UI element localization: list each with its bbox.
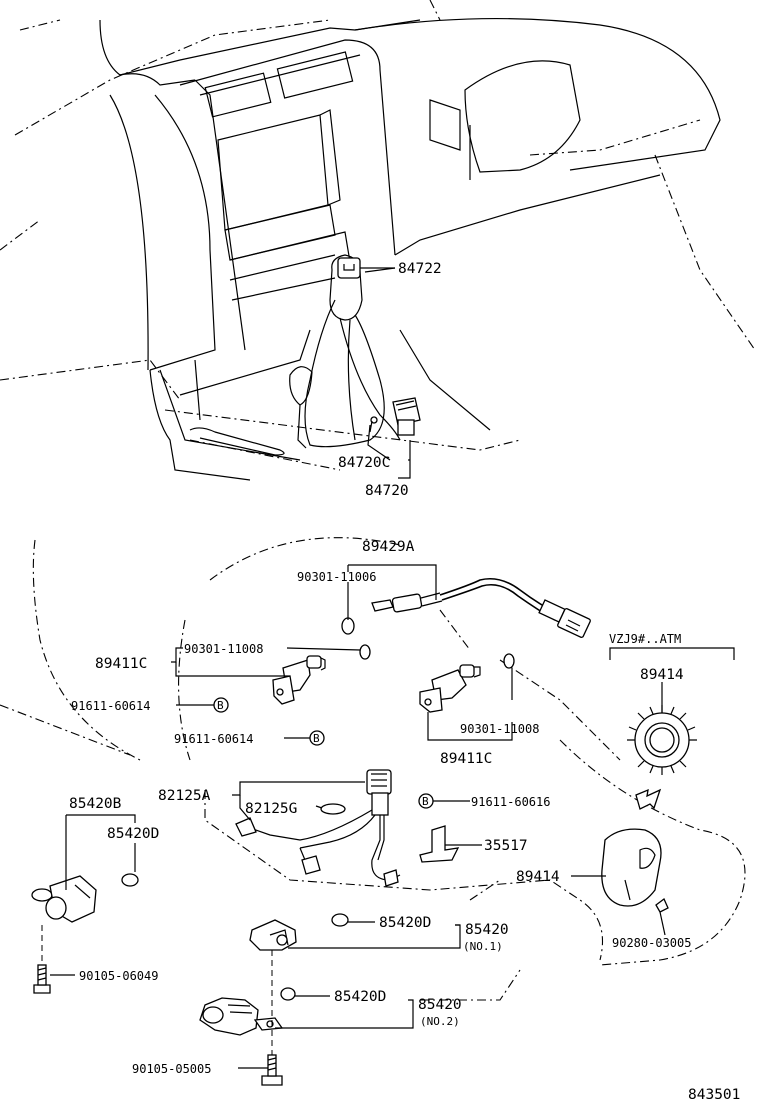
bracket-35517 xyxy=(419,825,460,863)
label-91611-60614-a: 91611-60614 xyxy=(71,699,150,713)
label-82125G: 82125G xyxy=(245,801,297,817)
oxygen-sensor-89429A xyxy=(371,577,591,638)
pin-90280-03005 xyxy=(655,897,669,913)
label-35517: 35517 xyxy=(484,838,528,854)
knock-sensor-85420-no2 xyxy=(199,997,284,1036)
label-85420D-a: 85420D xyxy=(107,826,159,842)
o-ring-90301-11008-left xyxy=(359,644,371,660)
bolt-marker-b: B xyxy=(309,730,325,746)
diagram-id: 843501 xyxy=(688,1087,740,1103)
svg-text:B: B xyxy=(313,732,320,745)
label-85420B: 85420B xyxy=(69,796,122,812)
switch-84720 xyxy=(369,397,421,436)
label-90105-05005: 90105-05005 xyxy=(132,1062,211,1076)
label-89429A: 89429A xyxy=(362,539,415,555)
label-84720: 84720 xyxy=(365,483,409,499)
svg-text:B: B xyxy=(217,699,224,712)
timing-rotor-89414 xyxy=(627,705,697,775)
leaders-bottom xyxy=(41,564,735,1069)
label-89411C-left: 89411C xyxy=(95,656,147,672)
label-85420D-b: 85420D xyxy=(379,915,431,931)
label-90105-06049: 90105-06049 xyxy=(79,969,158,983)
leaders-top xyxy=(360,267,411,479)
cam-sensor-89411C-right xyxy=(419,664,481,713)
label-no1: (NO.1) xyxy=(463,940,503,953)
header-note: VZJ9#..ATM xyxy=(609,632,681,646)
label-90280-03005: 90280-03005 xyxy=(612,936,691,950)
gasket-85420D-a xyxy=(121,873,139,887)
cam-sensor-89411C-left xyxy=(272,655,326,705)
gasket-85420D-b xyxy=(331,913,349,927)
label-91611-60614-b: 91611-60614 xyxy=(174,732,253,746)
dashboard-illustration xyxy=(0,0,756,481)
label-84720C: 84720C xyxy=(338,455,390,471)
label-85420D-c: 85420D xyxy=(334,989,386,1005)
label-89411C-right: 89411C xyxy=(440,751,492,767)
bolt-90105-06049 xyxy=(33,964,51,994)
sensor-85420B xyxy=(31,875,97,923)
o-ring-90301-11008-right xyxy=(503,653,515,669)
direction-arrow xyxy=(635,788,662,810)
label-85420-no1: 85420 xyxy=(465,922,509,938)
sensor-housing-89414 xyxy=(601,828,662,907)
gasket-90301-11006 xyxy=(341,617,355,635)
bolt-marker-a: B xyxy=(213,697,229,713)
label-90301-11008-left: 90301-11008 xyxy=(184,642,263,656)
label-82125A: 82125A xyxy=(158,788,211,804)
label-90301-11006: 90301-11006 xyxy=(297,570,376,584)
engine-outline xyxy=(0,537,746,1001)
knock-sensor-85420-no1 xyxy=(249,919,297,951)
label-89414-top: 89414 xyxy=(640,667,684,683)
label-85420-no2: 85420 xyxy=(418,997,462,1013)
svg-text:B: B xyxy=(422,795,429,808)
bolt-marker-c: B xyxy=(418,793,434,809)
label-89414-mid: 89414 xyxy=(516,869,560,885)
bolt-90105-05005 xyxy=(261,1054,283,1086)
harness-82125A xyxy=(235,769,401,887)
shift-knob-switch xyxy=(337,257,361,279)
label-90301-11008-right: 90301-11008 xyxy=(460,722,539,736)
gasket-85420D-c xyxy=(280,987,296,1001)
label-no2: (NO.2) xyxy=(420,1015,460,1028)
label-91611-60616: 91611-60616 xyxy=(471,795,550,809)
label-84722: 84722 xyxy=(398,261,442,277)
